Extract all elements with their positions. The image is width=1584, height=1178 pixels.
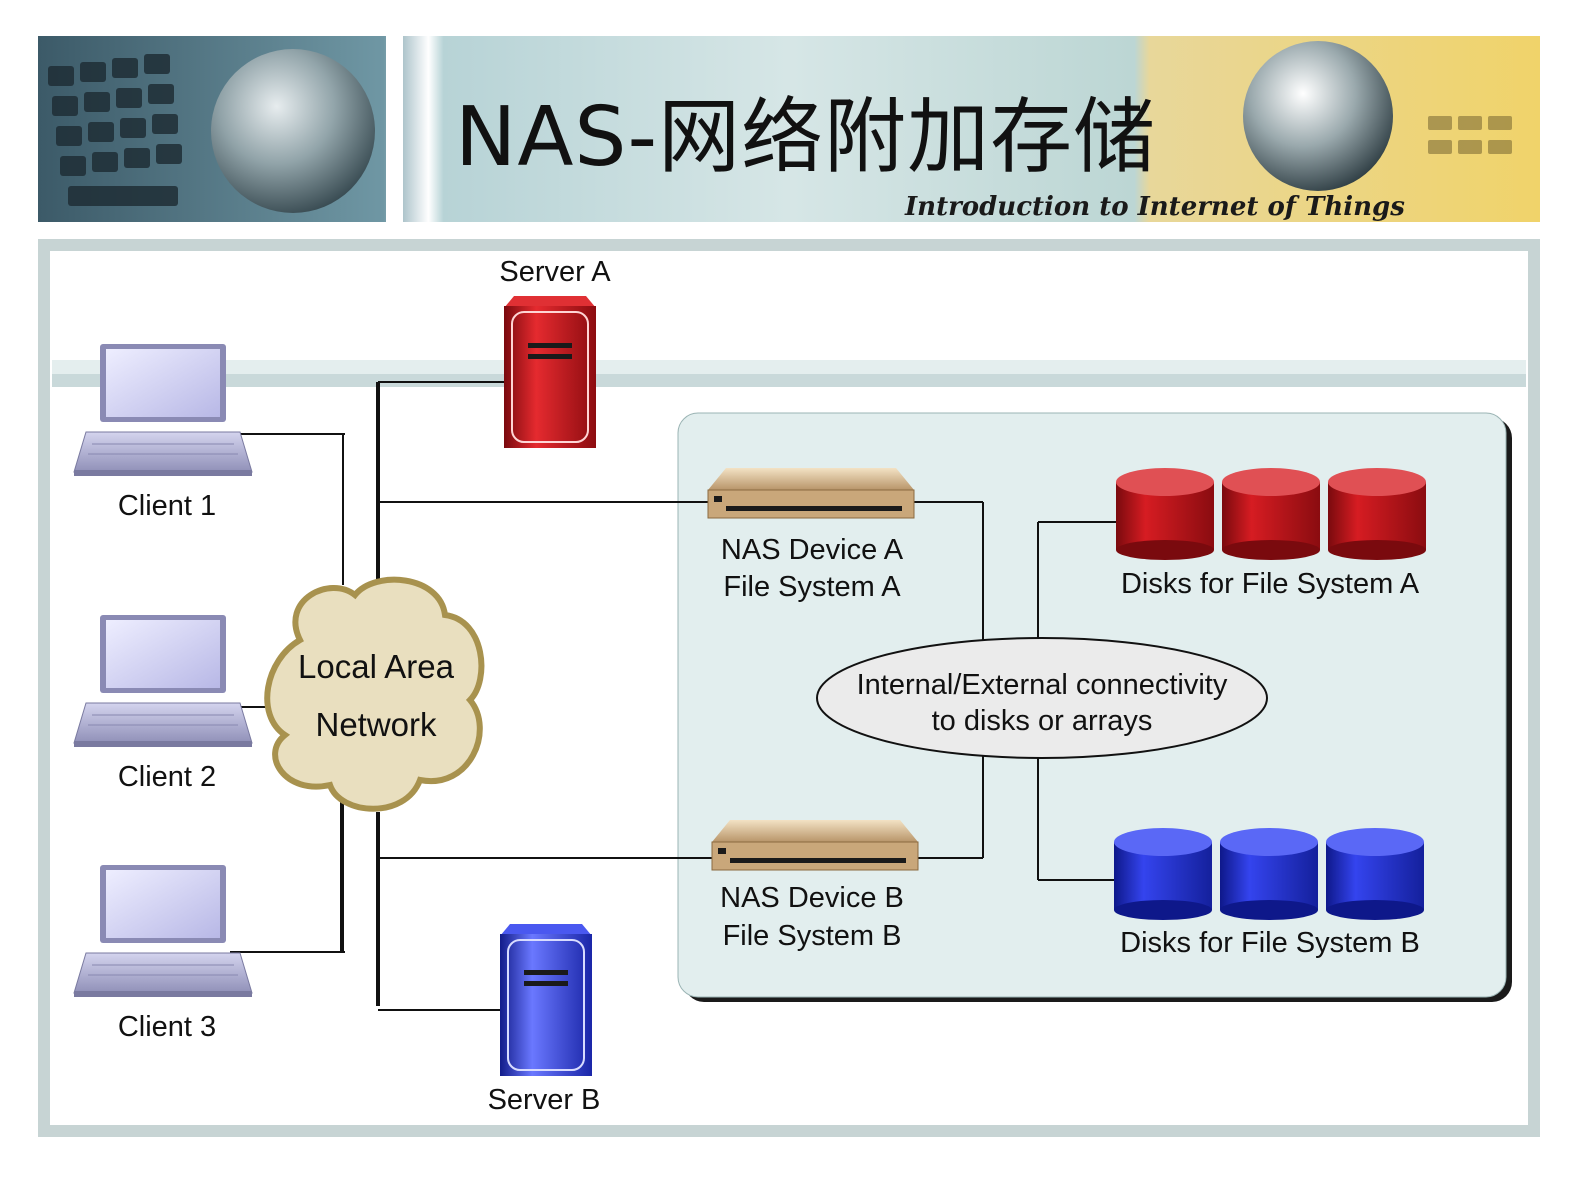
disk-cylinder-icon <box>1114 828 1212 920</box>
disk-array-a <box>1116 468 1426 560</box>
disk-cylinder-icon <box>1222 468 1320 560</box>
disk-cylinder-icon <box>1116 468 1214 560</box>
nas-b-label-line-2: File System B <box>722 920 902 952</box>
server-tower-icon-a <box>504 296 596 448</box>
connectivity-ellipse <box>816 637 1268 759</box>
nas-a-label-line-1: NAS Device A <box>720 534 904 566</box>
laptop-icon-client-2 <box>73 614 253 748</box>
disk-cylinder-icon <box>1328 468 1426 560</box>
client-2-label: Client 2 <box>117 761 217 793</box>
globe-icon <box>211 49 375 213</box>
lan-label-line-2: Network <box>315 706 437 743</box>
nas-device-icon-a <box>707 467 915 519</box>
server-a-label: Server A <box>499 256 611 288</box>
laptop-icon-client-1 <box>73 343 253 477</box>
server-tower-icon-b <box>500 924 592 1076</box>
keyboard-icon <box>48 54 182 206</box>
disks-a-label: Disks for File System A <box>1120 568 1420 600</box>
disk-cylinder-icon <box>1326 828 1424 920</box>
globe-icon-right <box>1243 41 1393 191</box>
client-1-label: Client 1 <box>117 490 217 522</box>
client-3-label: Client 3 <box>117 1011 217 1043</box>
connectivity-label-line-1: Internal/External connectivity <box>856 669 1228 701</box>
connectivity-label-line-2: to disks or arrays <box>931 705 1153 737</box>
cloud-icon <box>264 576 485 812</box>
laptop-icon-client-3 <box>73 864 253 998</box>
slide-subtitle: Introduction to Internet of Things <box>905 192 1405 222</box>
page-title: NAS-网络附加存储 <box>455 90 1157 185</box>
nas-a-label-line-2: File System A <box>723 571 901 603</box>
lan-label-line-1: Local Area <box>298 648 454 685</box>
disk-cylinder-icon <box>1220 828 1318 920</box>
disks-b-label: Disks for File System B <box>1120 927 1420 959</box>
header-banner <box>38 36 1540 222</box>
nas-b-label-line-1: NAS Device B <box>720 882 904 914</box>
nas-device-icon-b <box>711 819 919 871</box>
server-b-label: Server B <box>487 1084 601 1116</box>
disk-array-b <box>1114 828 1424 920</box>
